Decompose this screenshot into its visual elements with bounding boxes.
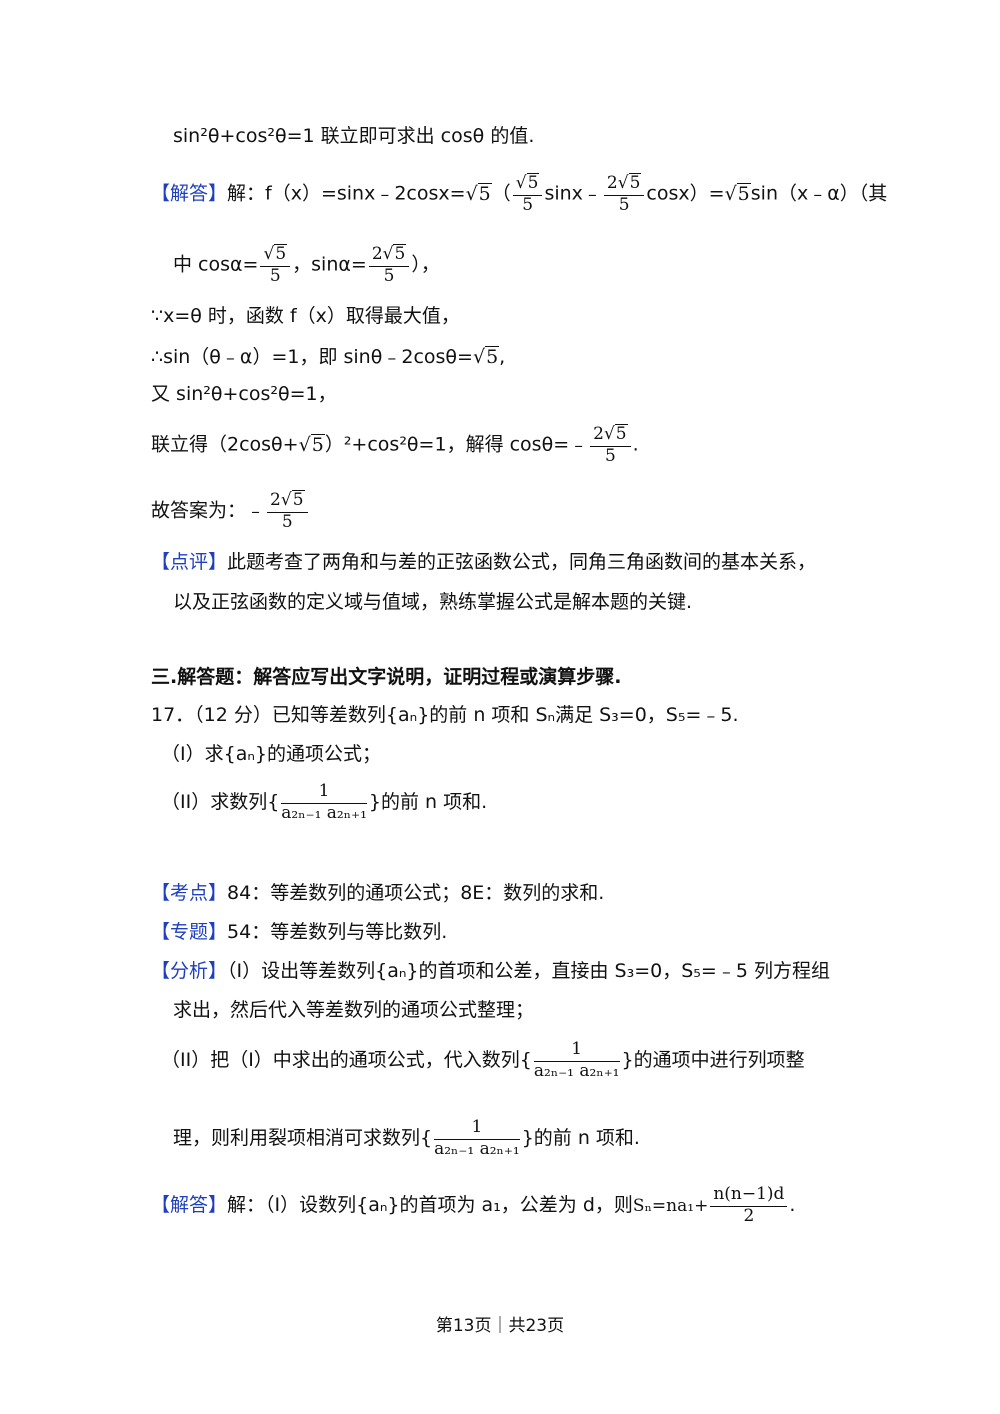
comment-line-2: 以及正弦函数的定义域与值域，熟练掌握公式是解本题的关键. — [173, 591, 693, 613]
topic-tag: 【专题】 — [151, 921, 228, 943]
analysis-tag: 【分析】 — [151, 960, 228, 982]
sqrt-5: √5 — [472, 346, 500, 368]
question-17-part-1: （I）求{aₙ}的通项公式； — [161, 743, 381, 765]
answer-2-line: 【解答】解：（I）设数列{aₙ}的首项为 a₁，公差为 d，则Sₙ=na₁+n(… — [151, 1184, 796, 1226]
key-points-line: 【考点】84：等差数列的通项公式；8E：数列的求和. — [151, 882, 605, 904]
comment-line-1: 【点评】此题考查了两角和与差的正弦函数公式，同角三角函数间的基本关系， — [151, 551, 817, 573]
question-17: 17．（12 分）已知等差数列{aₙ}的前 n 项和 Sₙ满足 S₃=0，S₅=… — [151, 704, 739, 726]
comment-tag: 【点评】 — [151, 551, 228, 573]
line-4: ∵x=θ 时，函数 f（x）取得最大值， — [151, 305, 460, 327]
key-points-tag: 【考点】 — [151, 882, 228, 904]
sqrt-5: √5 — [724, 182, 751, 205]
answer-tag: 【解答】 — [151, 182, 228, 205]
page-footer: 第13页｜共23页 — [435, 1316, 565, 1336]
sqrt-5: √5 — [298, 433, 325, 456]
analysis-line-2: 求出，然后代入等差数列的通项公式整理； — [173, 999, 535, 1021]
sqrt-5: √5 — [465, 182, 492, 205]
analysis-line-1: 【分析】（I）设出等差数列{aₙ}的首项和公差，直接由 S₃=0，S₅=﹣5 列… — [151, 960, 830, 982]
section-heading: 三.解答题：解答应写出文字说明，证明过程或演算步骤. — [151, 666, 622, 688]
topic-line: 【专题】54：等差数列与等比数列. — [151, 921, 448, 943]
line-1: sin²θ+cos²θ=1 联立即可求出 cosθ 的值. — [173, 125, 535, 147]
line-6: 又 sin²θ+cos²θ=1， — [151, 383, 337, 405]
line-5: ∴sin（θ﹣α）=1，即 sinθ﹣2cosθ=√5, — [151, 346, 506, 368]
answer-tag-2: 【解答】 — [151, 1194, 228, 1217]
